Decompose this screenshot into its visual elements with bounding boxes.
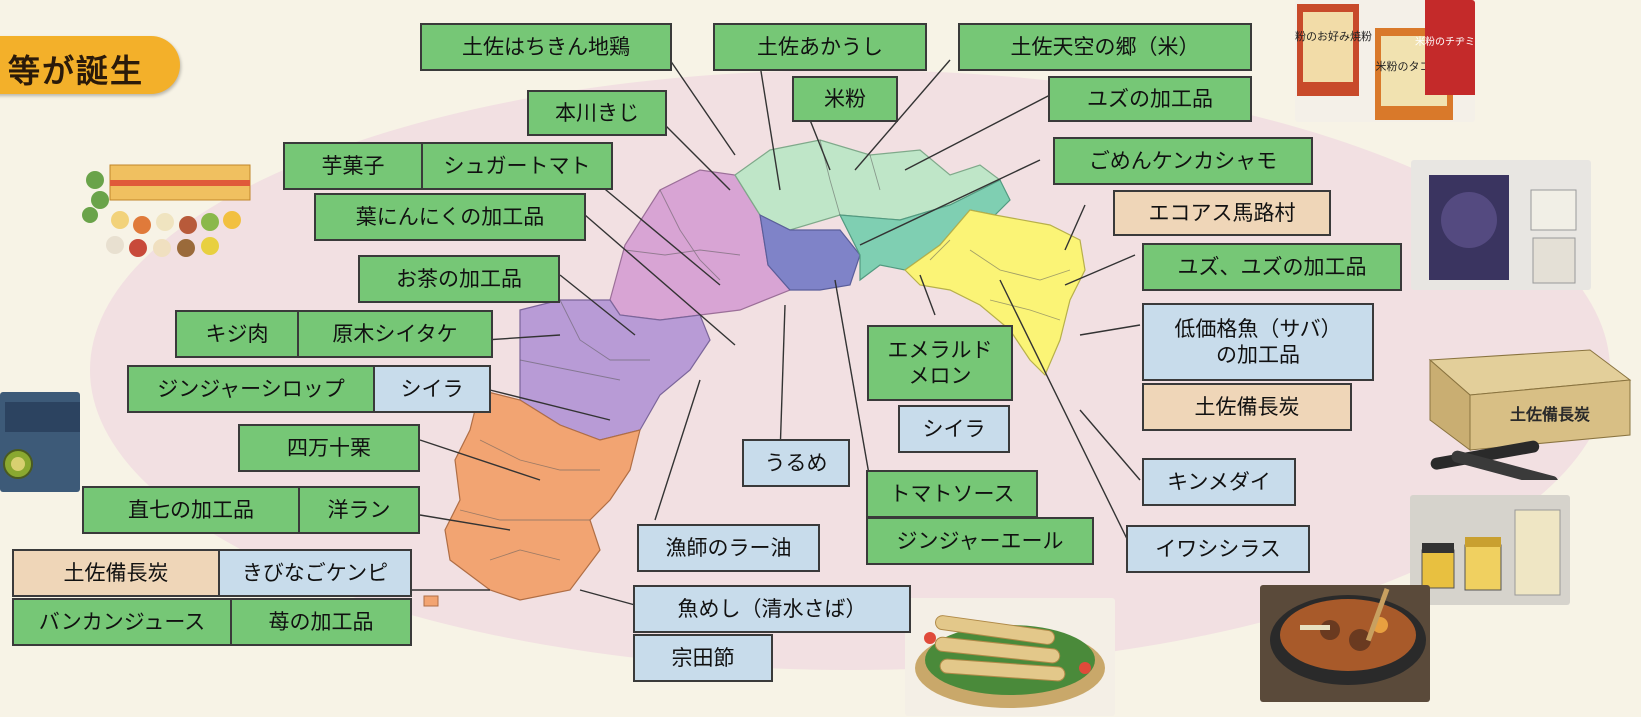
label-ryoshi-no-rayu: 漁師のラー油 <box>637 524 820 572</box>
label-sugar-tomato: シュガートマト <box>421 142 613 190</box>
label-tosa-tenku-no-sato: 土佐天空の郷（米） <box>958 23 1252 71</box>
sweets-photo <box>80 160 255 260</box>
product-box-photo <box>0 392 80 492</box>
page-title: 等が誕生 <box>8 52 145 90</box>
leader-lines <box>410 59 1141 606</box>
label-ginger-ale: ジンジャーエール <box>866 517 1094 565</box>
label-ocha-kakohin: お茶の加工品 <box>358 255 560 303</box>
label-tosa-binchotan-left: 土佐備長炭 <box>12 549 220 597</box>
title-banner <box>0 36 180 94</box>
tenku-rice-photo <box>1411 160 1591 290</box>
label-ichigo-kakohin: 苺の加工品 <box>230 598 412 646</box>
label-uomeshi: 魚めし（清水さば） <box>633 585 911 633</box>
label-tosa-akaushi: 土佐あかうし <box>713 23 927 71</box>
region-yellow <box>904 209 1086 377</box>
label-komeko: 米粉 <box>792 76 898 122</box>
label-ecoasu-umajimura: エコアス馬路村 <box>1113 190 1331 236</box>
label-genboku-shiitake: 原木シイタケ <box>297 310 493 358</box>
region-navy <box>759 213 861 291</box>
label-teikakaku-sakana: 低価格魚（サバ） の加工品 <box>1142 303 1374 381</box>
nabe-photo <box>1260 585 1430 702</box>
label-kinmedai: キンメダイ <box>1142 458 1296 506</box>
label-tosa-binchotan-right: 土佐備長炭 <box>1142 383 1352 431</box>
label-shimanto-guri: 四万十栗 <box>238 424 420 472</box>
label-yuzu-kakohin: ユズの加工品 <box>1048 76 1252 122</box>
label-honkawa-kiji: 本川きじ <box>527 90 667 136</box>
charcoal-box-label: 土佐備長炭 <box>1510 405 1590 424</box>
label-kiji-niku: キジ肉 <box>175 310 299 358</box>
region-orange <box>444 389 641 601</box>
label-kibinago-kenpi: きびなごケンピ <box>218 549 412 597</box>
fried-fish-photo <box>905 598 1115 716</box>
label-urume: うるめ <box>742 439 850 487</box>
package-3-text: 米粉のチヂミ粉 <box>1415 35 1475 48</box>
label-emerald-melon: エメラルド メロン <box>867 325 1013 401</box>
label-soudabushi: 宗田節 <box>633 634 773 682</box>
komeko-packages-photo: 米粉のお好み焼粉 米粉のタコ焼粉 米粉のチヂミ粉 <box>1295 0 1475 122</box>
label-yuzu-yuzu-kakohin: ユズ、ユズの加工品 <box>1142 243 1402 291</box>
region-light-green <box>734 139 1002 231</box>
label-ginger-syrup: ジンジャーシロップ <box>127 365 375 413</box>
small-island <box>423 595 439 607</box>
label-shiira-center: シイラ <box>898 405 1010 453</box>
label-tosa-hachikin-jidori: 土佐はちきん地鶏 <box>420 23 672 71</box>
label-iwashi-shirasu: イワシシラス <box>1126 525 1310 573</box>
label-tomato-sauce: トマトソース <box>866 470 1038 518</box>
label-yoran: 洋ラン <box>298 486 420 534</box>
package-1-text: 米粉のお好み焼粉 <box>1295 29 1372 43</box>
label-imogashi: 芋菓子 <box>283 142 423 190</box>
label-naoshichi-kakohin: 直七の加工品 <box>82 486 300 534</box>
label-ha-ninniku-kakohin: 葉にんにくの加工品 <box>314 193 586 241</box>
label-shiira-left: シイラ <box>373 365 491 413</box>
binchotan-box-photo: 土佐備長炭 <box>1420 340 1641 480</box>
jars-photo <box>1410 495 1570 605</box>
label-gomen-kenka-shamo: ごめんケンカシャモ <box>1053 137 1313 185</box>
label-bankan-juice: バンカンジュース <box>12 598 232 646</box>
